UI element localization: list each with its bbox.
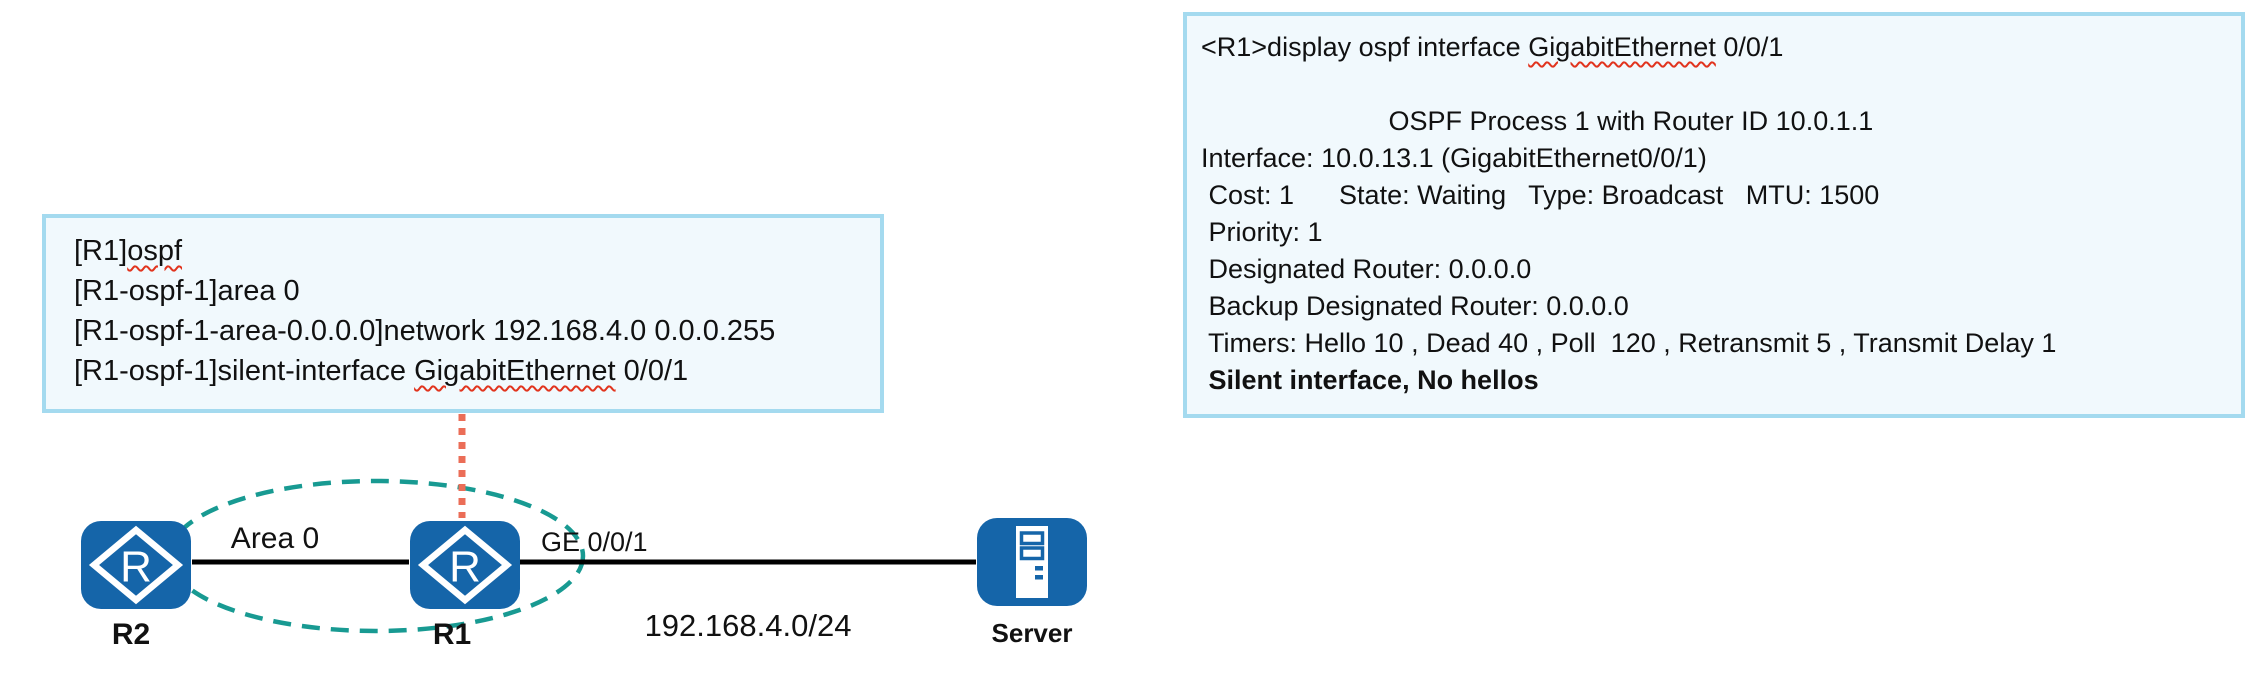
config-line-ospf-prefix: [R1] <box>74 235 128 267</box>
output-command-prefix: <R1>display ospf interface <box>1201 32 1529 62</box>
server-drive-bay <box>1019 531 1045 546</box>
output-blank-line <box>1201 66 2227 103</box>
router-diamond <box>417 525 513 605</box>
server-icon <box>977 518 1087 606</box>
output-command-interface-name: GigabitEthernet <box>1528 32 1716 62</box>
config-line-area: [R1-ospf-1]area 0 <box>74 275 300 307</box>
output-process-line: OSPF Process 1 with Router ID 10.0.1.1 <box>1201 106 1874 136</box>
router-r1-body <box>410 521 520 609</box>
network-subnet-label: 192.168.4.0/24 <box>644 608 852 643</box>
ospf-config-box: [R1]ospf [R1-ospf-1]area 0 [R1-ospf-1-ar… <box>42 214 884 413</box>
output-designated-router-line: Designated Router: 0.0.0.0 <box>1201 254 1532 284</box>
router-r1-icon: R <box>410 521 520 609</box>
output-cost-line: Cost: 1 State: Waiting Type: Broadcast M… <box>1201 180 1880 210</box>
router-r1-label: R1 <box>432 618 472 651</box>
config-line-silent-prefix: [R1-ospf-1]silent-interface <box>74 355 415 387</box>
server-led <box>1035 566 1043 571</box>
config-line-silent-suffix: 0/0/1 <box>615 355 689 387</box>
output-interface-line: Interface: 10.0.13.1 (GigabitEthernet0/0… <box>1201 143 1707 173</box>
server-led <box>1035 575 1043 580</box>
output-silent-interface-line: Silent interface, No hellos <box>1201 365 1539 395</box>
config-line-network: [R1-ospf-1-area-0.0.0.0]network 192.168.… <box>74 315 776 347</box>
ospf-output-box: <R1>display ospf interface GigabitEthern… <box>1183 12 2245 418</box>
config-line-ospf: [R1]ospf <box>74 231 852 271</box>
server-label: Server <box>991 618 1073 648</box>
router-letter: R <box>449 543 481 592</box>
output-command-suffix: 0/0/1 <box>1715 32 1784 62</box>
router-r2-icon: R <box>81 521 191 609</box>
server-drive-bay <box>1019 546 1045 561</box>
router-r2-body <box>81 521 191 609</box>
config-line-silent-interface-name: GigabitEthernet <box>414 355 616 387</box>
output-priority-line: Priority: 1 <box>1201 217 1323 247</box>
output-command-line: <R1>display ospf interface GigabitEthern… <box>1201 29 2227 66</box>
output-timers-line: Timers: Hello 10 , Dead 40 , Poll 120 , … <box>1201 328 2057 358</box>
router-letter: R <box>120 543 152 592</box>
router-r2-label: R2 <box>111 618 151 651</box>
output-backup-designated-router-line: Backup Designated Router: 0.0.0.0 <box>1201 291 1629 321</box>
router-diamond <box>88 525 184 605</box>
ge-interface-label: GE 0/0/1 <box>541 527 648 557</box>
config-line-silent-interface: [R1-ospf-1]silent-interface GigabitEther… <box>74 351 852 391</box>
area0-label: Area 0 <box>230 522 320 555</box>
config-line-ospf-command: ospf <box>127 235 183 267</box>
